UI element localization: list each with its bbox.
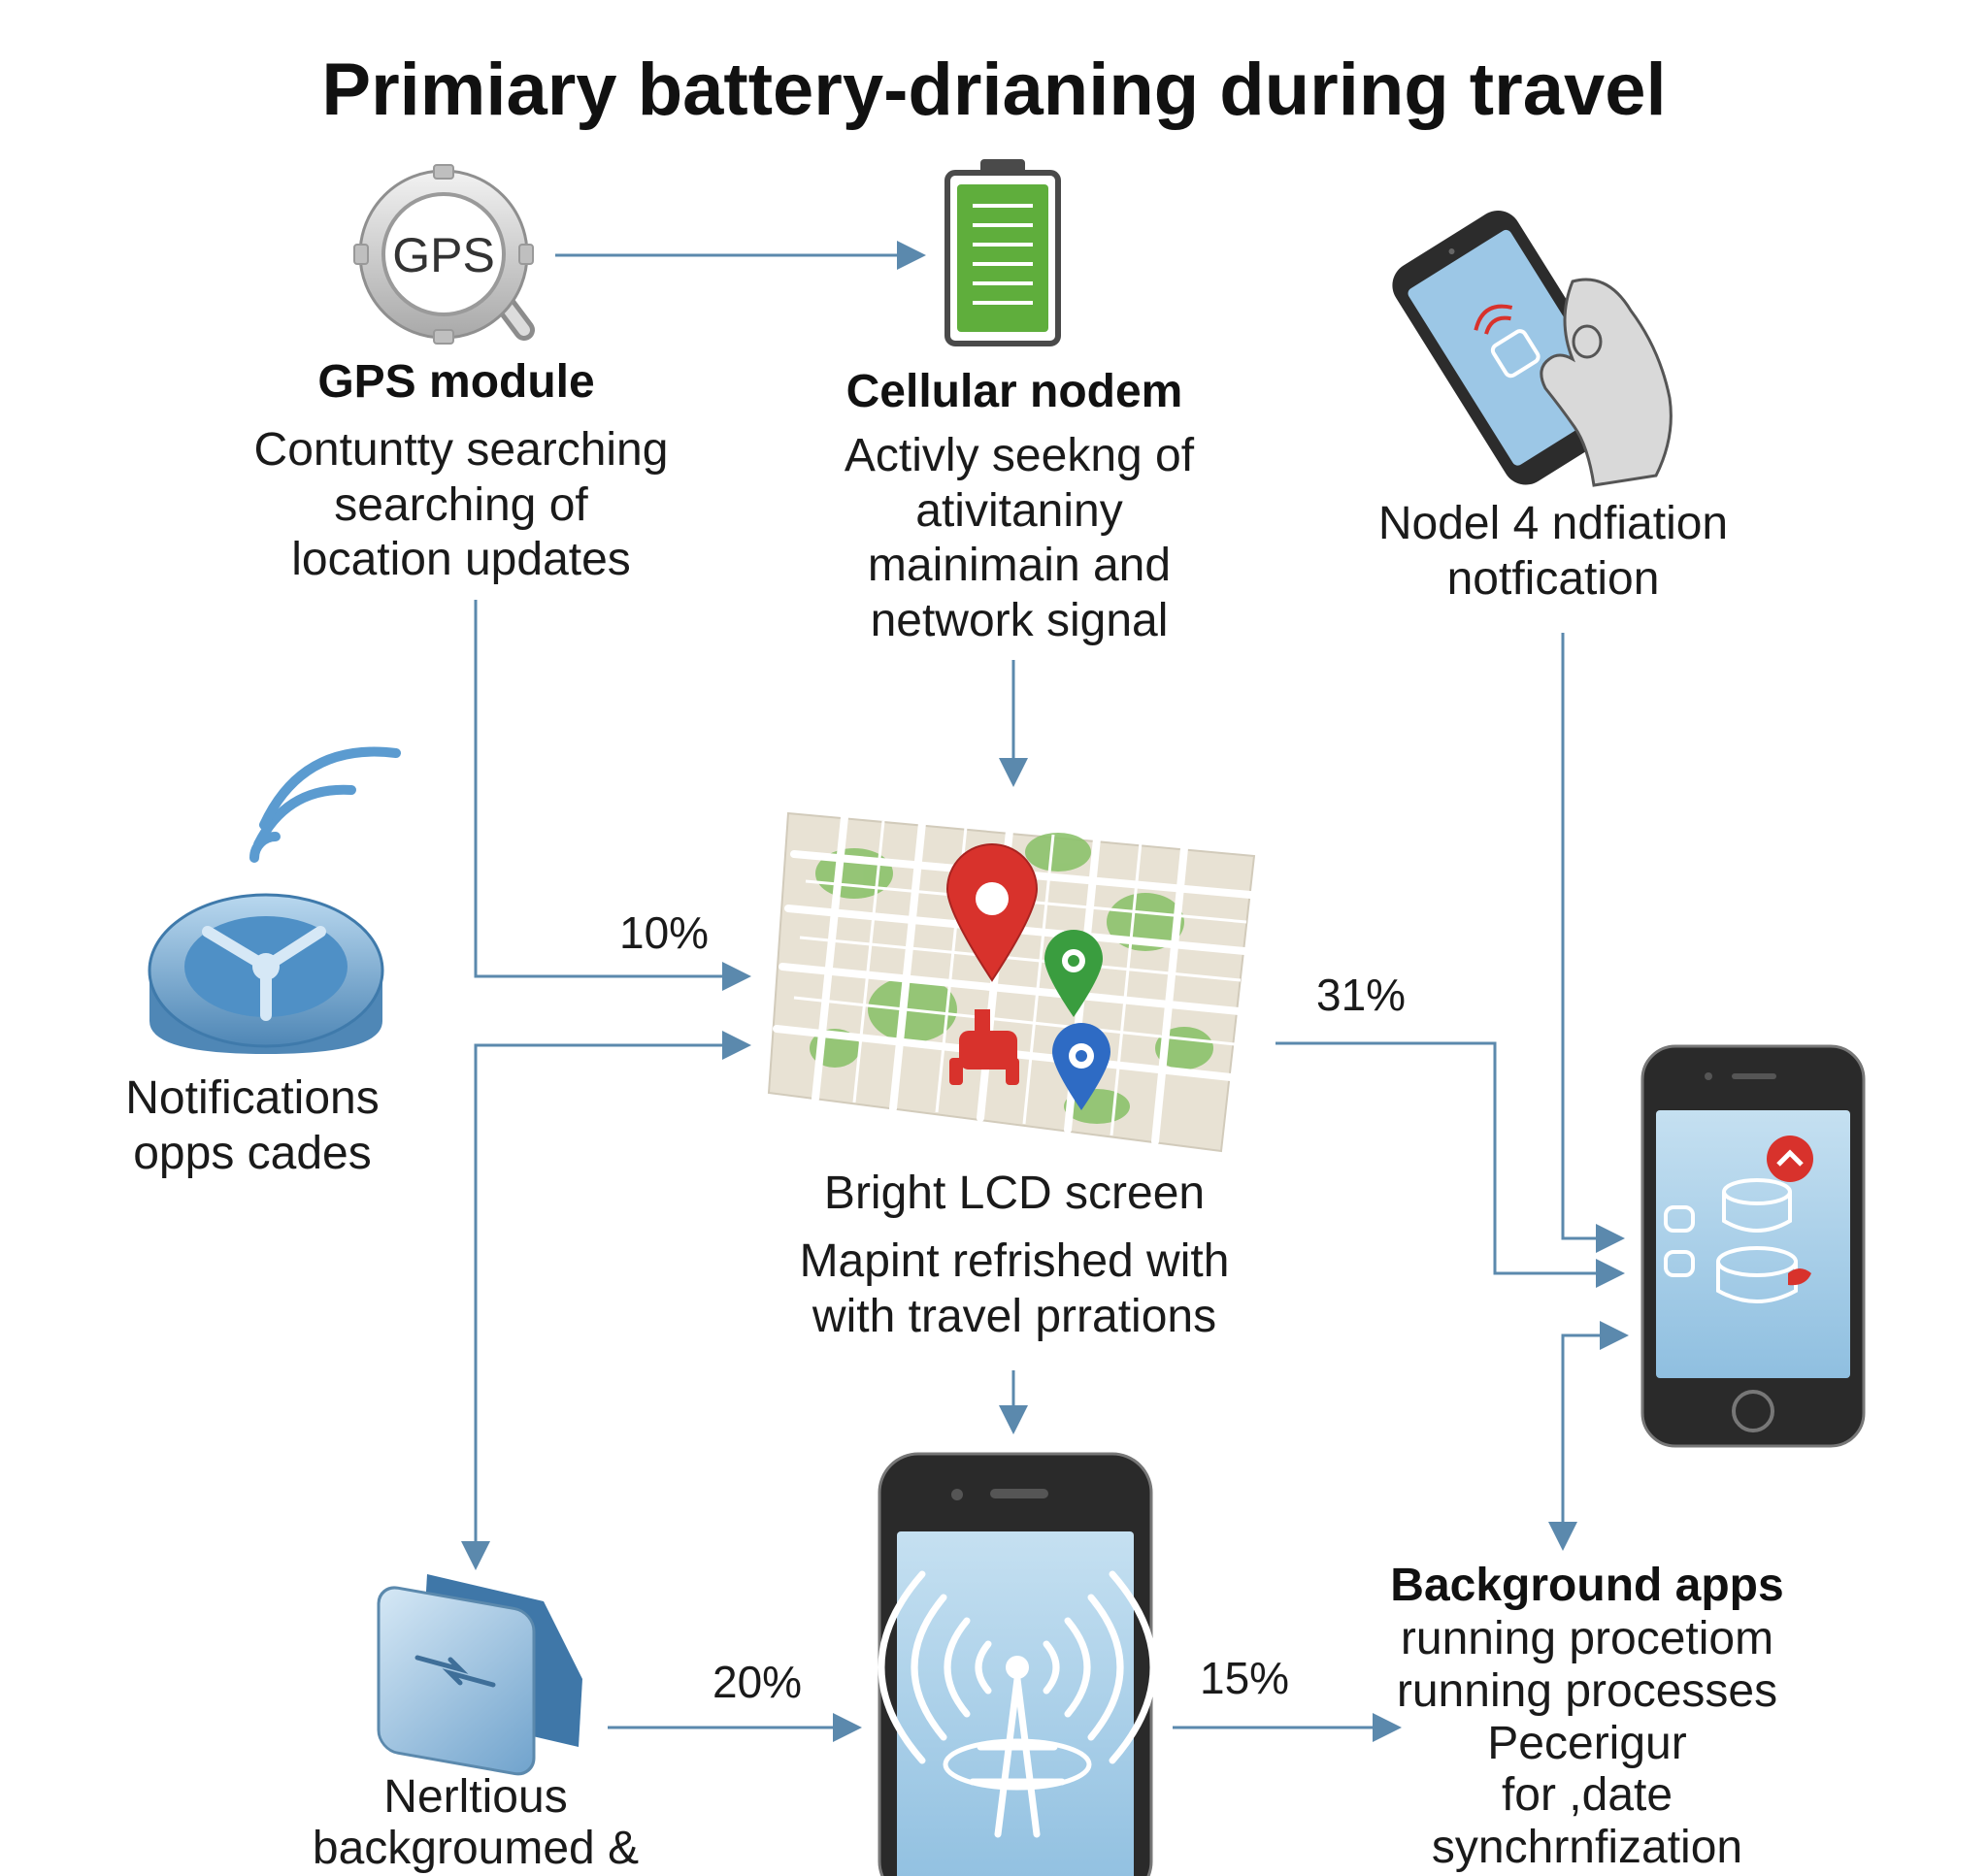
background-apps-line: running procetiom <box>1400 1613 1774 1664</box>
antenna-phone-icon <box>878 1452 1157 1876</box>
gps-description: Contuntty searching searching of locatio… <box>214 423 709 588</box>
screen-heading: Bright LCD screen <box>823 1168 1206 1219</box>
cellular-line: ativitaniny <box>915 484 1123 537</box>
arrow-apps-to-phone <box>1561 1321 1629 1543</box>
arrow-gps-to-map <box>474 600 751 991</box>
arrow-notif-to-phone <box>1561 633 1625 1253</box>
sync-device-icon <box>377 1574 582 1776</box>
edge-label-screen-phone: 31% <box>1316 970 1407 1020</box>
cellular-line: mainimain and <box>867 540 1172 592</box>
edge-label-antenna-apps: 15% <box>1200 1653 1290 1703</box>
notif-top-line: Nodel 4 ndfiation <box>1377 498 1729 549</box>
battery-icon <box>944 159 1061 346</box>
network-description: Nerltious backgroumed & <box>282 1771 670 1875</box>
gps-line: location updates <box>291 534 631 586</box>
background-apps-line: synchrnfization <box>1431 1822 1743 1873</box>
arrows <box>461 241 1629 1742</box>
gps-magnifier-icon: GPS <box>353 164 535 345</box>
gps-heading: GPS module <box>317 356 595 408</box>
background-apps-line: running processes <box>1396 1664 1778 1717</box>
arrow-map-to-phone <box>1276 1041 1625 1288</box>
page-title: Primiary battery-drianing during travel <box>321 49 1667 131</box>
hand-holding-phone-icon <box>1392 211 1673 487</box>
screen-description: Mapint refrished with with travel prrati… <box>757 1234 1272 1344</box>
gps-icon-label: GPS <box>392 228 495 282</box>
edge-label-gps-screen: 10% <box>619 907 710 958</box>
network-line: backgroumed & <box>312 1822 640 1874</box>
background-apps-line: for ,date <box>1501 1769 1673 1822</box>
wireless-puck-icon <box>148 746 401 1054</box>
gps-line: Contuntty searching <box>253 424 669 476</box>
arrow-left-to-map <box>474 1031 751 1559</box>
screen-line: with travel prrations <box>812 1290 1217 1342</box>
edge-label-network-antenna: 20% <box>712 1657 803 1707</box>
cellular-line: network signal <box>870 594 1169 646</box>
cellular-description: Activly seekng of ativitaniny mainimain … <box>786 429 1252 649</box>
notif-top-line: notfication <box>1446 552 1660 605</box>
background-apps-heading: Background apps <box>1390 1560 1784 1611</box>
cellular-heading: Cellular nodem <box>845 366 1183 417</box>
background-apps-description: running procetiom running processes Pece… <box>1359 1613 1815 1874</box>
gps-line: searching of <box>334 478 588 531</box>
map-icon <box>767 811 1256 1153</box>
background-apps-line: Pecerigur <box>1487 1717 1687 1769</box>
notif-left-description: Notifications opps cades <box>97 1071 408 1181</box>
network-line: Nerltious <box>383 1771 568 1823</box>
notif-left-line: Notifications <box>125 1072 380 1124</box>
notif-top-description: Nodel 4 ndfiation notfication <box>1330 497 1776 607</box>
phone-screen-icon <box>1640 1044 1866 1448</box>
notif-left-line: opps cades <box>133 1127 372 1179</box>
screen-line: Mapint refrished with <box>799 1235 1230 1287</box>
cellular-line: Activly seekng of <box>844 430 1195 481</box>
